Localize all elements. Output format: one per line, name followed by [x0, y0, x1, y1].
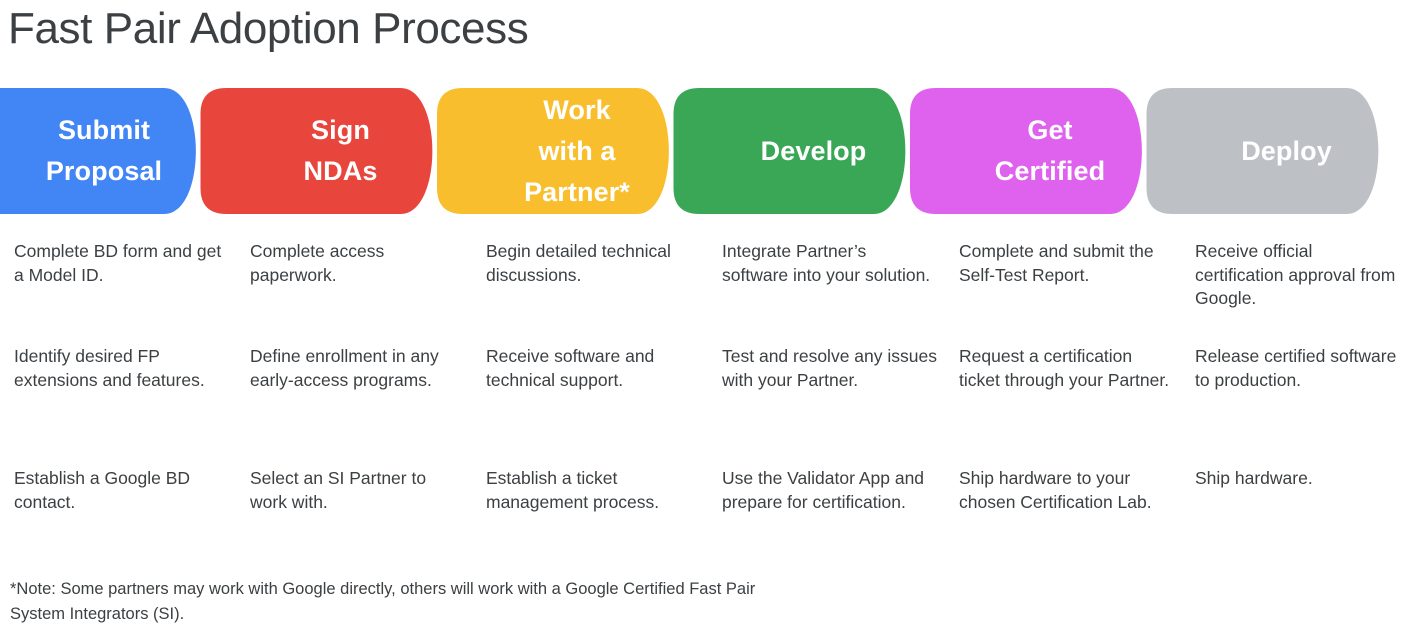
step-detail-item: Establish a Google BD contact. [14, 468, 191, 512]
step-detail-item: Receive official certification approval … [1195, 241, 1396, 308]
process-banner-get-certified[interactable] [910, 88, 1142, 214]
step-detail-item: Receive software and technical support. [486, 346, 655, 390]
step-detail-item: Complete access paperwork. [250, 241, 385, 285]
step-detail-item: Select an SI Partner to work with. [250, 468, 427, 512]
process-banner-work-with-a-partner[interactable] [437, 88, 669, 214]
step-detail-item: Test and resolve any issues with your Pa… [722, 346, 937, 390]
step-detail-item: Complete and submit the Self-Test Report… [959, 241, 1154, 285]
step-detail-item: Define enrollment in any early-access pr… [250, 346, 439, 390]
step-detail-item: Use the Validator App and prepare for ce… [722, 468, 925, 512]
step-detail-item: Request a certification ticket through y… [959, 346, 1170, 390]
footnote: *Note: Some partners may work with Googl… [10, 580, 756, 623]
page-title: Fast Pair Adoption Process [8, 4, 529, 53]
step-detail-item: Identify desired FP extensions and featu… [14, 346, 205, 390]
step-detail-item: Integrate Partner’s software into your s… [722, 241, 931, 285]
step-detail-item: Ship hardware to your chosen Certificati… [959, 468, 1152, 512]
process-banner-submit-proposal[interactable] [0, 88, 196, 214]
process-banner-deploy[interactable] [1146, 88, 1379, 214]
step-detail-item: Establish a ticket management process. [486, 468, 660, 512]
step-detail-item: Complete BD form and get a Model ID. [14, 241, 222, 285]
process-banner-shapes [0, 88, 1379, 214]
step-details-grid: Complete BD form and get a Model ID. Iden… [0, 240, 1423, 540]
process-banner-develop[interactable] [673, 88, 906, 214]
step-detail-item: Begin detailed technical discussions. [486, 241, 671, 285]
step-detail-item: Release certified software to production… [1195, 346, 1397, 390]
step-detail-item: Ship hardware. [1195, 468, 1313, 488]
process-banner-sign-ndas[interactable] [200, 88, 433, 214]
